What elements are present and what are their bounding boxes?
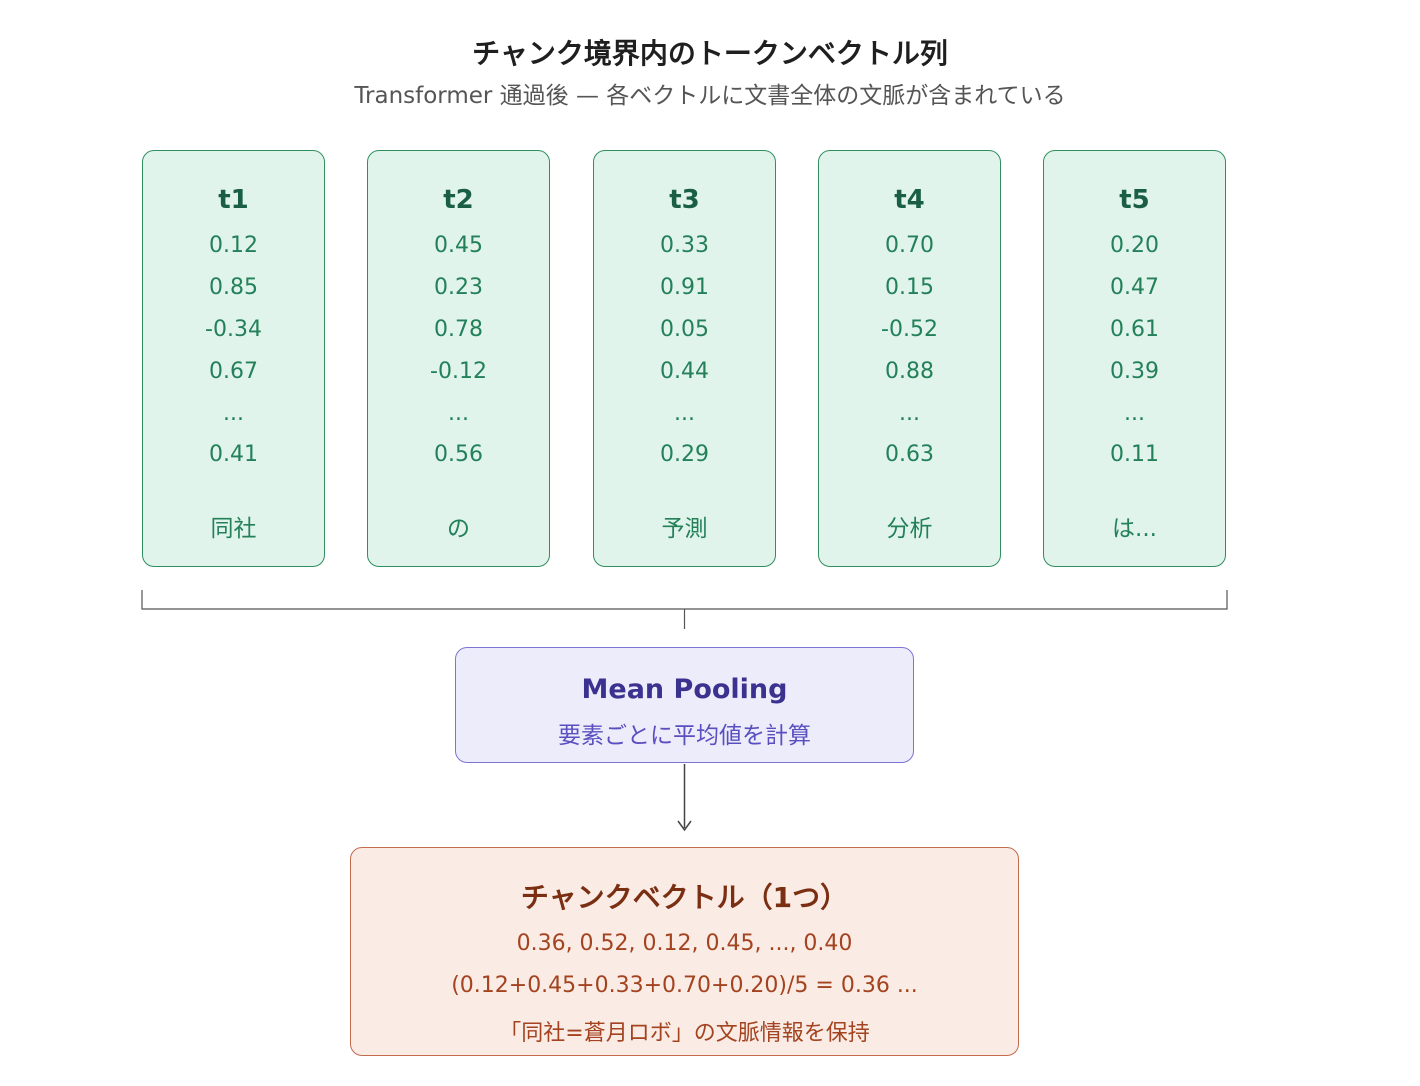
token-value: 0.61 [1110,317,1159,342]
chunk-note: 「同社=蒼月ロボ」の文脈情報を保持 [499,1021,870,1046]
token-card-t1: t1 0.12 0.85 -0.34 0.67 ... 0.41 同社 [142,150,325,567]
token-id: t4 [894,185,925,215]
token-word: 同社 [210,516,257,542]
token-value-ellipsis: ... [223,401,244,426]
token-value: 0.12 [209,233,258,258]
token-word: 分析 [886,516,933,542]
chunk-vector-values: 0.36, 0.52, 0.12, 0.45, ..., 0.40 [516,931,853,956]
diagram-subtitle: Transformer 通過後 — 各ベクトルに文書全体の文脈が含まれている [354,83,1066,109]
token-value: 0.78 [434,317,483,342]
down-arrow-head [677,820,692,832]
token-value-ellipsis: ... [674,401,695,426]
token-value: 0.23 [434,275,483,300]
token-word: の [447,516,470,542]
collect-bracket [141,590,1228,610]
token-value: 0.29 [660,442,709,467]
token-value: 0.85 [209,275,258,300]
token-value: -0.12 [430,359,487,384]
token-value: 0.67 [209,359,258,384]
token-id: t1 [218,185,249,215]
chunk-vector-box: チャンクベクトル（1つ） 0.36, 0.52, 0.12, 0.45, ...… [350,847,1019,1056]
token-value: -0.34 [205,317,262,342]
token-value: 0.63 [885,442,934,467]
token-word: 予測 [661,516,708,542]
token-id: t5 [1119,185,1150,215]
chunk-formula: (0.12+0.45+0.33+0.70+0.20)/5 = 0.36 ... [451,973,918,998]
token-value: 0.33 [660,233,709,258]
mean-pooling-box: Mean Pooling 要素ごとに平均値を計算 [455,647,914,763]
token-value: 0.44 [660,359,709,384]
token-value: -0.52 [881,317,938,342]
token-value: 0.91 [660,275,709,300]
token-value: 0.20 [1110,233,1159,258]
token-value: 0.41 [209,442,258,467]
token-card-t3: t3 0.33 0.91 0.05 0.44 ... 0.29 予測 [593,150,776,567]
token-value: 0.45 [434,233,483,258]
token-value-ellipsis: ... [899,401,920,426]
token-card-t4: t4 0.70 0.15 -0.52 0.88 ... 0.63 分析 [818,150,1001,567]
token-value: 0.11 [1110,442,1159,467]
token-value: 0.15 [885,275,934,300]
token-value: 0.56 [434,442,483,467]
token-word: は... [1112,516,1157,542]
pooling-title: Mean Pooling [581,674,788,705]
diagram-title: チャンク境界内のトークンベクトル列 [472,37,948,70]
chunk-title: チャンクベクトル（1つ） [520,881,849,914]
token-value: 0.88 [885,359,934,384]
token-value: 0.05 [660,317,709,342]
token-value: 0.39 [1110,359,1159,384]
token-id: t2 [443,185,474,215]
token-value: 0.70 [885,233,934,258]
token-card-t2: t2 0.45 0.23 0.78 -0.12 ... 0.56 の [367,150,550,567]
token-id: t3 [669,185,700,215]
token-value-ellipsis: ... [448,401,469,426]
token-value: 0.47 [1110,275,1159,300]
token-value-ellipsis: ... [1124,401,1145,426]
pooling-subtitle: 要素ごとに平均値を計算 [558,723,811,749]
token-card-t5: t5 0.20 0.47 0.61 0.39 ... 0.11 は... [1043,150,1226,567]
